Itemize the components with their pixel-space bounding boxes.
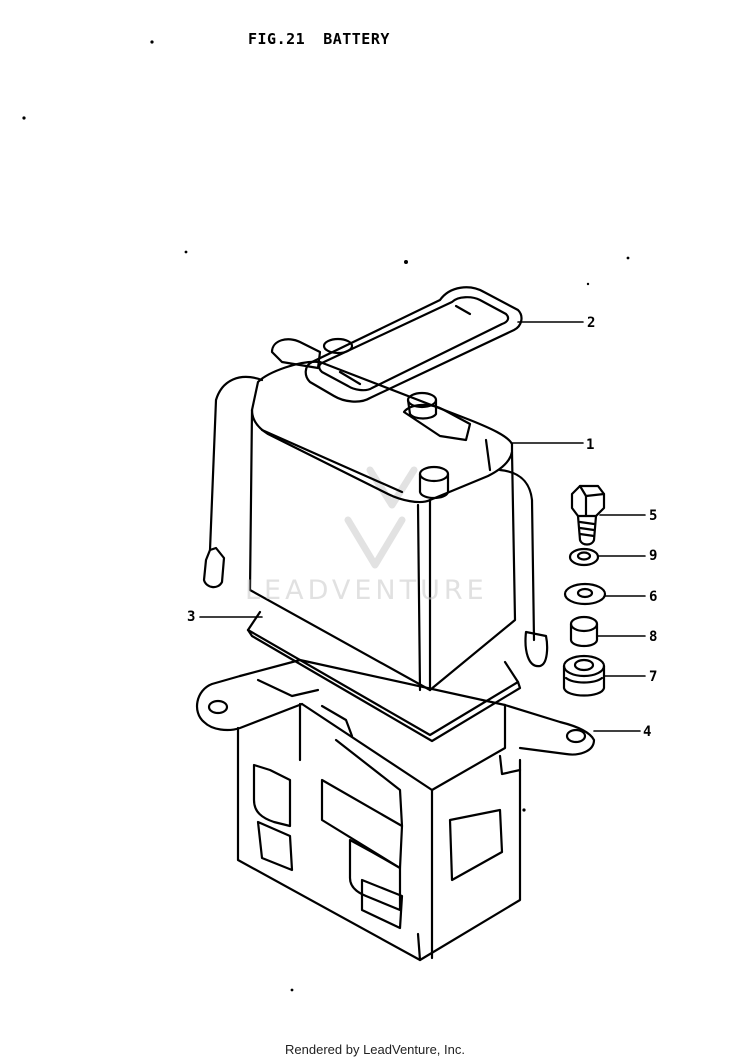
watermark-text: LEADVENTURE (245, 575, 488, 606)
footer-credit: Rendered by LeadVenture, Inc. (285, 1042, 465, 1057)
scan-dots (22, 40, 630, 992)
callout-1: 1 (586, 437, 594, 453)
part-3-pad (246, 610, 522, 743)
callout-4: 4 (643, 724, 651, 740)
callout-3: 3 (187, 609, 195, 625)
part-2-strap (304, 286, 523, 403)
part-8-collar (569, 615, 599, 648)
callout-2: 2 (587, 315, 595, 331)
callout-9: 9 (649, 548, 657, 564)
watermark-logo (344, 466, 418, 569)
part-5-bolt (570, 484, 606, 546)
callout-6: 6 (649, 589, 657, 605)
part-9-lock-washer (568, 547, 600, 567)
part-6-washer (563, 582, 607, 606)
figure-name: BATTERY (323, 30, 390, 48)
callout-labels: 1 2 3 4 5 6 7 8 9 (187, 315, 657, 740)
part-1-battery (202, 337, 549, 692)
figure-number: FIG.21 (248, 30, 306, 48)
leader-lines (199, 321, 646, 732)
callout-8: 8 (649, 629, 657, 645)
callout-7: 7 (649, 669, 657, 685)
callout-5: 5 (649, 508, 657, 524)
figure-title: FIG.21 BATTERY (248, 30, 408, 48)
part-4-holder (195, 658, 596, 962)
part-7-cushion (562, 654, 606, 697)
